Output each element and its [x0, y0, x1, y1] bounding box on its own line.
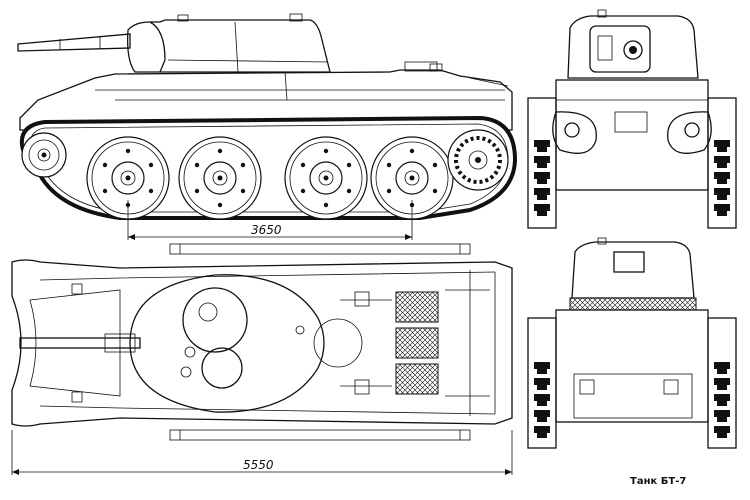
front-right-track — [707, 97, 737, 229]
road-wheel-2 — [178, 136, 262, 220]
dim-wheelbase-label: 3650 — [251, 223, 282, 237]
top-view: 5550 — [11, 243, 513, 475]
side-view: 3650 — [17, 13, 518, 240]
rear-left-track — [527, 317, 557, 449]
top-turret — [129, 274, 325, 413]
top-gun — [19, 333, 141, 353]
engine-grilles — [395, 291, 439, 395]
dim-length-label: 5550 — [243, 458, 274, 472]
drive-sprocket — [447, 129, 509, 191]
side-turret — [127, 13, 331, 73]
length-dimension: 5550 — [11, 430, 513, 475]
front-view — [527, 9, 737, 229]
front-left-track — [527, 97, 557, 229]
wheelbase-dimension: 3650 — [127, 200, 413, 240]
rear-right-track — [707, 317, 737, 449]
gun-barrel — [17, 33, 131, 52]
road-wheel-3 — [284, 136, 368, 220]
side-hull — [19, 61, 513, 131]
drawing-caption: Танк БТ-7 — [630, 476, 686, 487]
idler-wheel — [21, 132, 67, 178]
rear-view — [527, 237, 737, 449]
